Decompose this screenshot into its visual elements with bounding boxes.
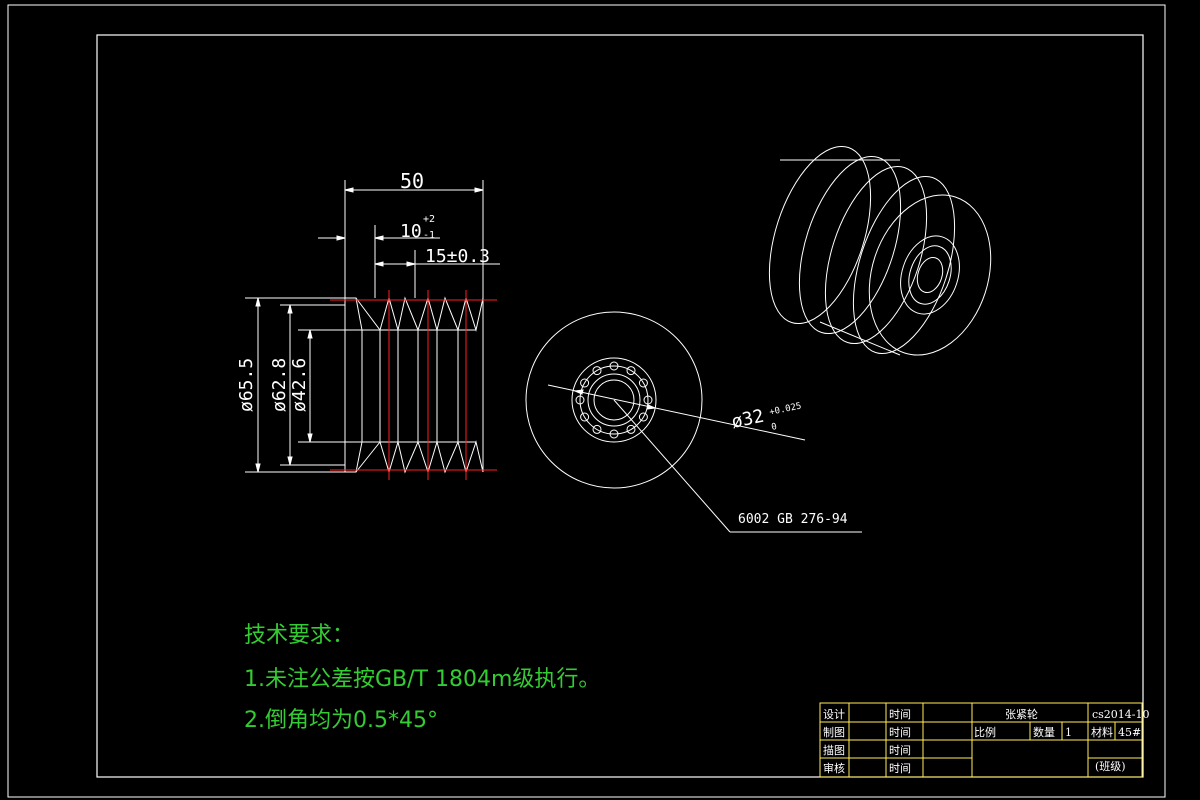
notes-line-1: 1.未注公差按GB/T 1804m级执行。 <box>244 667 600 692</box>
tb-qty-label: 数量 <box>1033 726 1055 739</box>
bearing-ball <box>592 424 602 434</box>
tb-time-label-2: 时间 <box>889 726 911 739</box>
bearing-balls <box>575 361 653 439</box>
dim-bore-tol-lower: 0 <box>771 422 778 433</box>
bearing-ball <box>609 361 619 371</box>
tb-part-name: 张紧轮 <box>1005 707 1038 721</box>
tb-drawing-no: cs2014-10 <box>1092 708 1150 721</box>
bearing-ball <box>580 412 590 422</box>
tb-checker-label: 审核 <box>823 761 845 775</box>
bearing-ball <box>580 378 590 388</box>
tb-material-label: 材料 <box>1091 725 1113 739</box>
bearing-ball <box>626 366 636 376</box>
horizontal-dimensions <box>318 180 500 298</box>
bearing-ball <box>592 366 602 376</box>
axial-view-callouts <box>547 384 862 533</box>
tb-scale-label: 比例 <box>974 725 996 739</box>
notes-line-2: 2.倒角均为0.5*45° <box>244 708 438 733</box>
bearing-inner-race <box>587 373 641 427</box>
bearing-ball-circle <box>579 365 649 435</box>
notes-title: 技术要求： <box>244 623 354 648</box>
dim-groove-pitch: 15±0.3 <box>425 246 490 267</box>
bearing-callout: 6002 GB 276-94 <box>738 512 848 527</box>
tb-qty-value: 1 <box>1065 726 1072 739</box>
bearing-ball <box>638 412 648 422</box>
title-block <box>819 702 1143 778</box>
tb-company: (班级) <box>1095 760 1126 773</box>
tb-drafter-label: 制图 <box>823 726 845 739</box>
bearing-ball <box>643 395 653 405</box>
sheet-inner-border <box>96 34 1144 778</box>
bearing-ball <box>575 395 585 405</box>
bore-circle <box>593 379 635 421</box>
bearing-ball <box>638 378 648 388</box>
tb-designer-label: 设计 <box>823 708 845 721</box>
tb-time-label-1: 时间 <box>889 708 911 721</box>
tb-drawer-label: 描图 <box>823 743 845 757</box>
dim-total-width: 50 <box>400 169 424 193</box>
dim-groove-tol-upper: +2 <box>423 214 435 225</box>
pulley-isometric-view <box>768 145 992 356</box>
tb-time-label-3: 时间 <box>889 744 911 757</box>
pulley-outer-circle <box>525 311 703 489</box>
sheet-outer-border <box>7 4 1166 798</box>
dim-dia-pitch: ø62.8 <box>269 358 290 412</box>
dim-groove-width: 10 <box>400 221 422 242</box>
dim-dia-root: ø42.6 <box>289 358 310 412</box>
bearing-ball <box>609 429 619 439</box>
tb-material-value: 45# <box>1118 726 1141 739</box>
bearing-outer-race <box>571 357 657 443</box>
tb-time-label-4: 时间 <box>889 762 911 775</box>
bearing-ball <box>626 424 636 434</box>
pulley-axial-view <box>525 311 703 489</box>
dim-dia-outer: ø65.5 <box>236 358 257 412</box>
centerlines <box>330 290 497 480</box>
vertical-dimensions <box>245 297 362 473</box>
dim-groove-tol-lower: -1 <box>423 230 435 241</box>
